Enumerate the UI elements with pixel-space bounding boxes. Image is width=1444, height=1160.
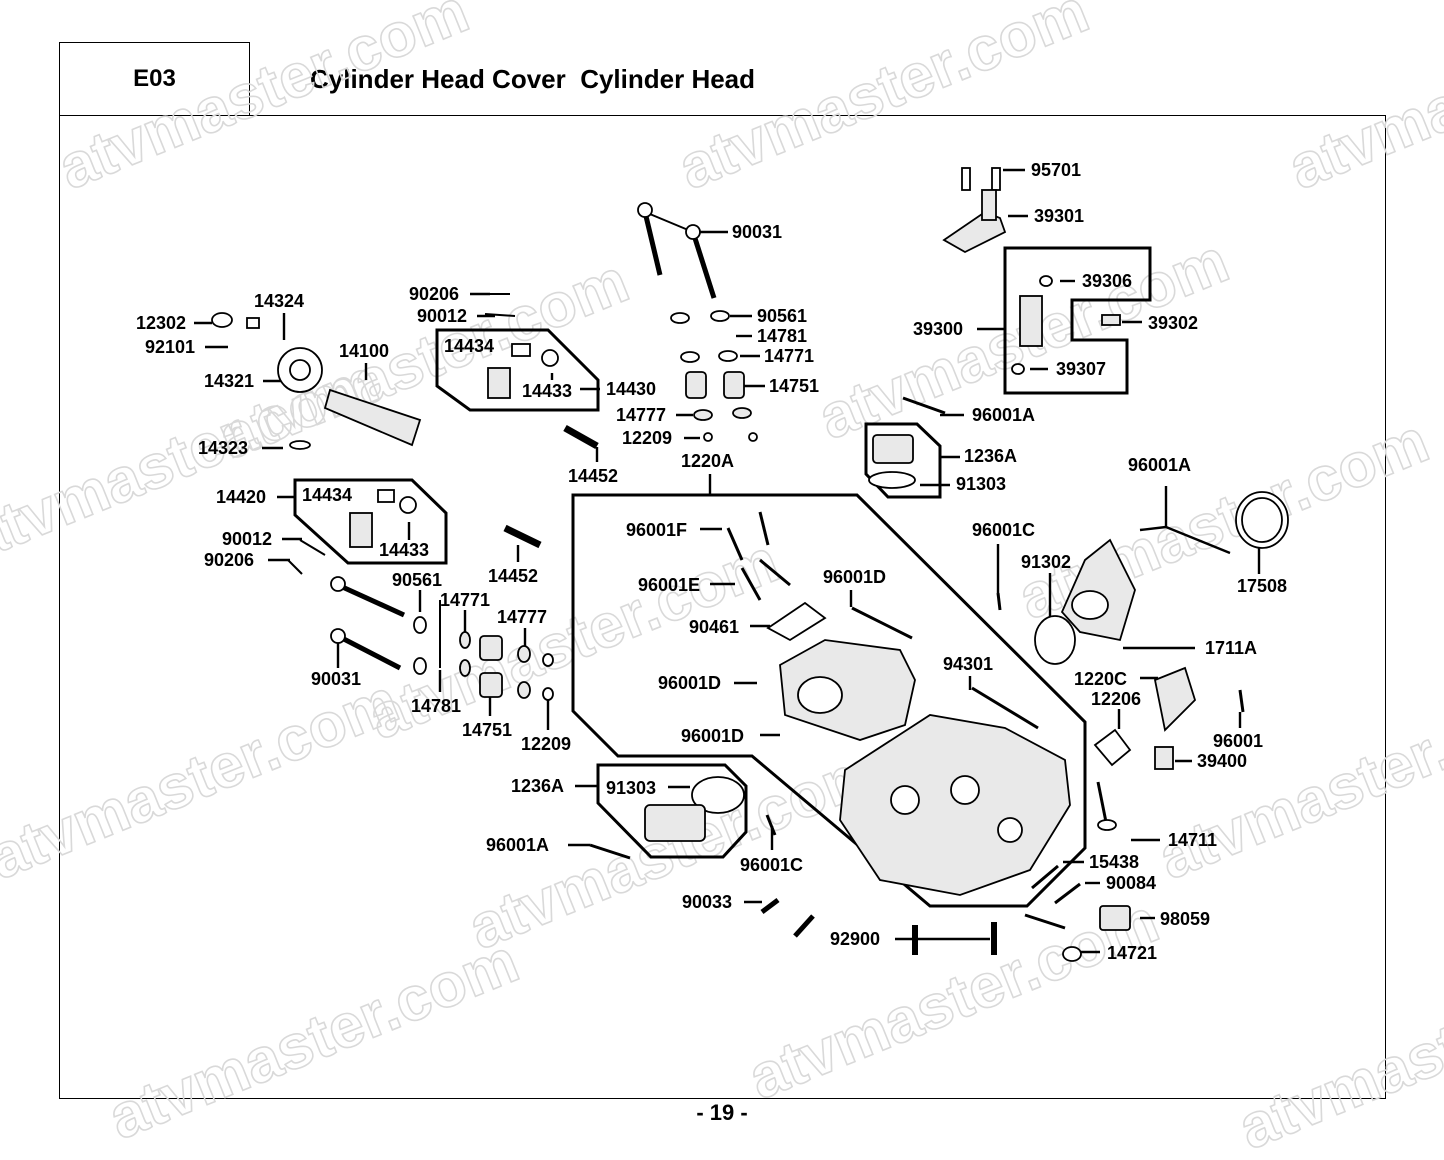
part-label: 14781 [757,326,807,346]
part-label: 96001D [681,726,744,746]
part-label: 14452 [488,566,538,586]
part-label: 14721 [1107,943,1157,963]
part-label: 14324 [254,291,304,311]
part-label: 15438 [1089,852,1139,872]
part-label: 90206 [204,550,254,570]
housing-39301 [981,189,997,221]
page-number: - 19 - [696,1100,748,1125]
part-label: 96001A [486,835,549,855]
part-label: 39307 [1056,359,1106,379]
part-label: 14771 [440,590,490,610]
part-label: 17508 [1237,576,1287,596]
part-label: 95701 [1031,160,1081,180]
part-label: 96001A [1128,455,1191,475]
section-code: E03 [133,65,176,92]
part-label: 96001 [1213,731,1263,751]
part-label: 14434 [444,336,494,356]
part-label: 39300 [913,319,963,339]
part-label: 96001C [740,855,803,875]
part-label: 91303 [956,474,1006,494]
part-label: 98059 [1160,909,1210,929]
part-label: 12302 [136,313,186,333]
part-label: 14100 [339,341,389,361]
box-14430 [435,328,600,412]
cylinder-head [839,714,1071,896]
part-label: 14781 [411,696,461,716]
camshaft-14100 [323,388,422,447]
part-label: 14452 [568,466,618,486]
part-label: 14771 [764,346,814,366]
part-label: 90012 [417,306,467,326]
part-label: 39302 [1148,313,1198,333]
part-label: 96001D [823,567,886,587]
part-label: 91302 [1021,552,1071,572]
part-label: 14751 [769,376,819,396]
part-label: 12206 [1091,689,1141,709]
part-label: 14321 [204,371,254,391]
part-label: 14434 [302,485,352,505]
part-label: 96001D [658,673,721,693]
part-label: 90084 [1106,873,1156,893]
part-label: 90012 [222,529,272,549]
part-label: 1711A [1205,638,1257,658]
part-label: 92101 [145,337,195,357]
part-label: 96001C [972,520,1035,540]
part-label: 14777 [616,405,666,425]
box-1236A-bottom [596,763,748,859]
cylinder-head-cover [779,639,916,741]
diagram-frame [59,115,1386,1099]
part-label: 96001F [626,520,687,540]
housing-39301 [942,210,1007,254]
part-label: 90031 [732,222,782,242]
watermark: atvmaster.com [0,666,408,893]
part-label: 14420 [216,487,266,507]
box-1236A-top [864,422,942,499]
box-14420 [293,478,448,565]
part-label: 14430 [606,379,656,399]
part-label: 1220C [1074,669,1127,689]
watermark: atvmaster.com [1279,0,1444,203]
watermark: atvmaster.com [209,246,637,473]
part-label: 90561 [757,306,807,326]
part-label: 1236A [964,446,1017,466]
part-label: 14323 [198,438,248,458]
group-boxes [293,246,1152,908]
part-label: 12209 [622,428,672,448]
part-label: 92900 [830,929,880,949]
part-label: 14433 [522,381,572,401]
bolt-95701 [961,167,971,191]
box-39300 [1003,246,1152,395]
part-label: 39306 [1082,271,1132,291]
watermark: atvmaster.com [1229,936,1444,1160]
part-label: 91303 [606,778,656,798]
part-label: 1220A [681,451,734,471]
part-label: 90031 [311,669,361,689]
part-shapes [211,167,1289,962]
part-label: 90461 [689,617,739,637]
leader-lines [194,168,1261,954]
part-label: 14751 [462,720,512,740]
part-label: 96001A [972,405,1035,425]
part-label: 14777 [497,607,547,627]
part-label: 90033 [682,892,732,912]
part-label: 90561 [392,570,442,590]
page-title: Cylinder Head Cover Cylinder Head [310,63,756,94]
part-label: 94301 [943,654,993,674]
part-label: 39400 [1197,751,1247,771]
bolt-95701 [991,167,1001,191]
part-label: 90206 [409,284,459,304]
part-label: 12209 [521,734,571,754]
part-label: 1236A [511,776,564,796]
part-label: 14711 [1168,830,1217,850]
watermark: atvmaster.com [49,0,477,203]
part-label: 14433 [379,540,429,560]
box-1220A [571,493,1087,908]
part-label: 39301 [1034,206,1084,226]
part-labels: 95701 39301 90031 39306 39302 39300 3930… [136,160,1287,963]
part-label: 96001E [638,575,700,595]
